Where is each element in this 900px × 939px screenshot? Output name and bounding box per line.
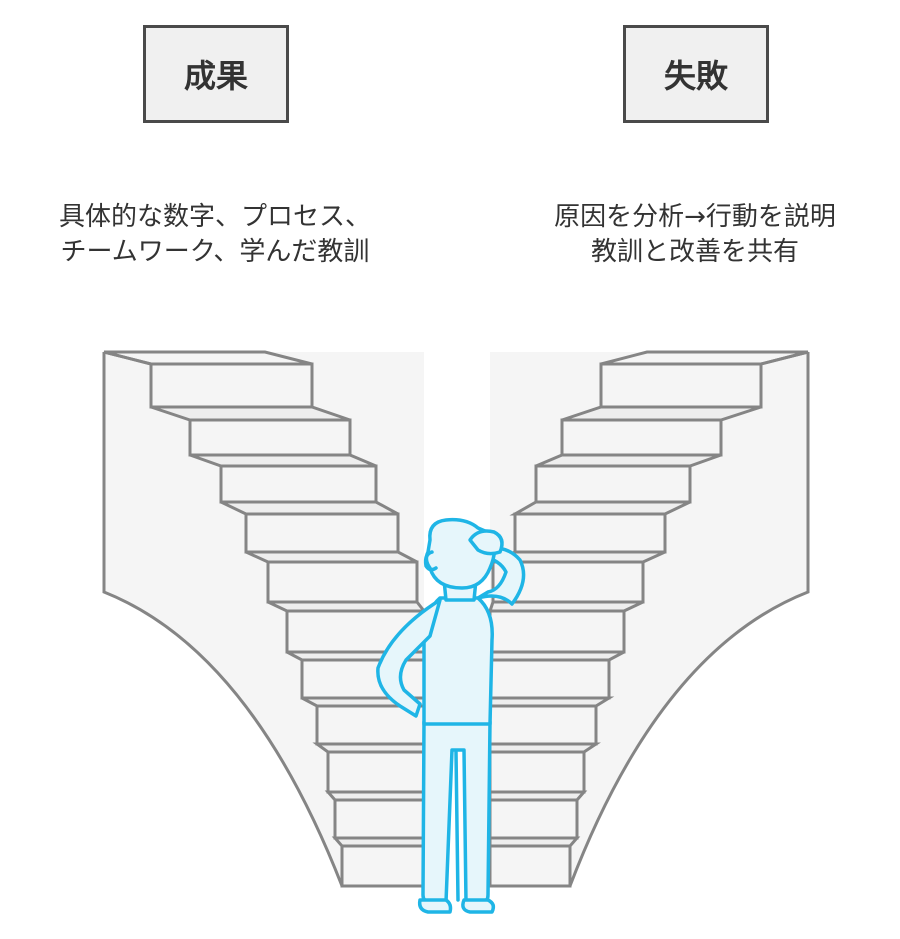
person-left-shoe	[417, 898, 453, 914]
left-step-tread	[220, 500, 399, 516]
left-staircase-outline	[102, 352, 344, 887]
right-step-tread	[561, 405, 762, 422]
right-step	[488, 844, 572, 888]
person-right-shoe	[461, 898, 496, 914]
left-step-tread	[189, 453, 377, 468]
right-step	[488, 798, 579, 840]
right-staircase-outline	[568, 352, 810, 887]
success-description-line-1: 具体的な数字、プロセス、	[58, 202, 371, 232]
right-staircase	[487, 350, 810, 888]
left-step	[266, 560, 419, 604]
success-title: 成果	[183, 57, 248, 95]
success-title-box: 成果	[143, 25, 289, 123]
success-description: 具体的な数字、プロセス、 チームワーク、学んだ教訓	[20, 200, 410, 270]
thinking-person-icon	[376, 517, 526, 914]
left-step	[326, 750, 426, 794]
left-step-tread	[150, 405, 351, 422]
left-step	[149, 362, 314, 409]
success-description-line-2: チームワーク、学んだ教訓	[60, 237, 370, 267]
failure-description: 原因を分析→行動を説明 教訓と改善を共有	[505, 200, 885, 270]
right-step	[488, 609, 626, 654]
right-step-tread	[535, 453, 722, 468]
person-hand	[468, 529, 504, 556]
right-step	[488, 750, 586, 794]
right-step	[488, 704, 598, 746]
right-step-tread	[509, 500, 691, 516]
right-step	[488, 658, 611, 700]
right-step	[560, 418, 723, 457]
failure-description-line-2: 教訓と改善を共有	[590, 237, 799, 267]
left-step	[340, 844, 426, 888]
left-staircase	[102, 350, 428, 888]
failure-title-box: 失敗	[623, 25, 769, 123]
right-step	[513, 512, 667, 554]
person-left-arm	[376, 598, 442, 718]
person-leg-divider	[454, 750, 460, 902]
left-step	[188, 418, 352, 457]
right-step	[534, 464, 692, 504]
right-step	[599, 362, 763, 409]
left-step	[333, 798, 426, 840]
left-step	[244, 512, 400, 554]
person-ear	[423, 550, 438, 572]
failure-title: 失敗	[663, 57, 728, 95]
left-step	[219, 464, 378, 504]
failure-description-line-1: 原因を分析→行動を説明	[554, 202, 836, 232]
